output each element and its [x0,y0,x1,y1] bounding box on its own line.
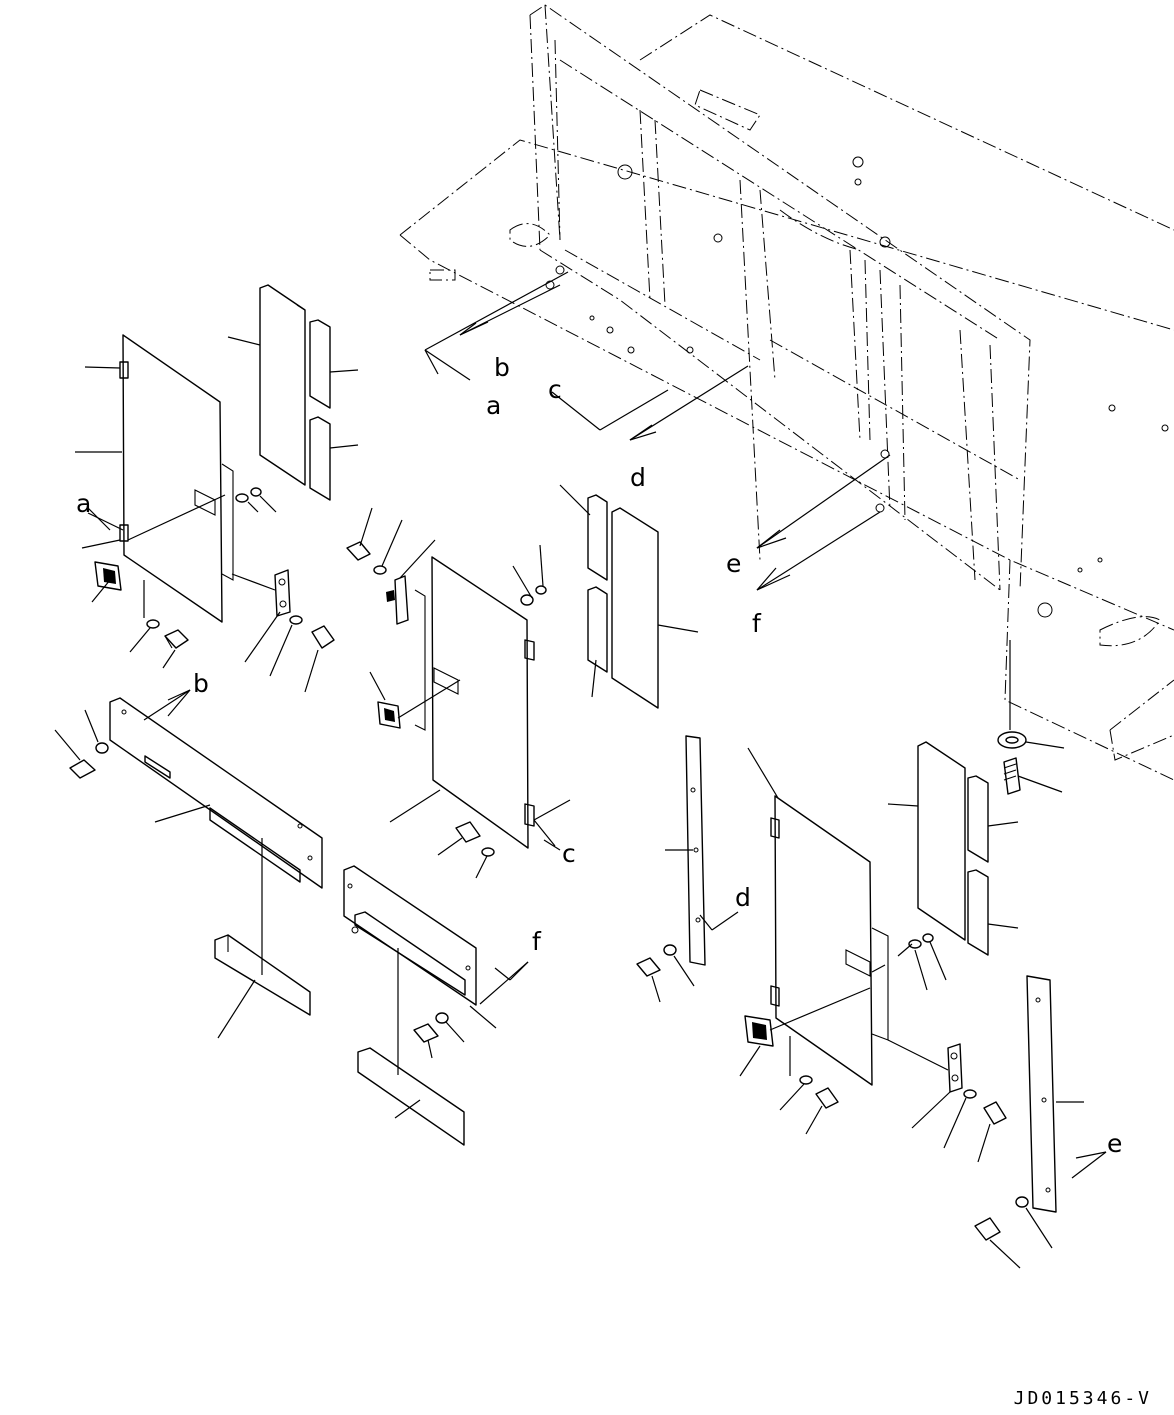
center-door-hinge-bracket [386,539,436,625]
callout-b-frame: b [494,353,510,382]
callout-e-strip: e [1107,1129,1122,1158]
callout-e-frame: e [726,549,741,578]
center-foam-pad-small-upper [559,484,608,581]
part-callout-arrows [143,689,1107,1179]
center-lower-cover-plate [343,865,477,1006]
right-strip-e-fasteners [974,1196,1053,1269]
frame-bolt [1003,757,1063,795]
callout-d-strip: d [735,883,751,912]
left-lower-cover-plate [109,697,323,889]
callout-f-frame: f [752,609,762,638]
document-id: JD015346-V [1014,1388,1152,1409]
left-door-bolt-1 [164,629,189,649]
right-door-latch [739,987,871,1077]
callout-c-frame: c [548,375,562,404]
right-foam-pad-small-lower [967,869,1019,956]
left-door-bracket [274,569,291,617]
left-foam-pad-small-lower [309,416,359,501]
center-foam-pad-large [611,507,699,709]
center-door-panel [389,556,535,849]
machine-frame [399,4,1174,781]
right-vertical-strip-d [665,735,706,966]
left-door-washer-1 [235,487,262,503]
center-door-fasteners [346,507,571,879]
left-door-leaders [75,366,319,693]
center-lower-fasteners [413,1005,497,1059]
callout-b-lower-plate: b [193,669,209,698]
callout-labels: a b c d e f a b c d f e [76,353,1122,1158]
right-foam-pad-large [887,741,966,941]
center-door-latch [369,671,461,729]
callout-d-frame: d [630,463,646,492]
right-vertical-strip-e [1026,975,1084,1213]
right-door-fasteners [636,933,1007,1163]
right-foam-pad-small-upper [967,775,1019,863]
right-door-panel [747,747,889,1086]
left-foam-pad-large [227,284,306,486]
center-foam-pad-small-lower [587,586,608,698]
left-door-bolt-2 [311,625,335,649]
callout-c-center-door: c [562,839,576,868]
left-door-panel [119,334,234,623]
left-lower-foam-strip [214,838,311,1039]
left-door-washer-2 [146,615,303,629]
left-lower-fasteners [54,709,109,779]
callout-f-lower-plate: f [532,927,542,956]
frame-callout-arrows [424,271,891,591]
left-foam-pad-small-upper [309,319,359,409]
left-door-latch [94,561,122,591]
callout-a-left-door: a [76,489,91,518]
frame-grommet [997,640,1065,749]
right-door-bracket [887,1039,963,1129]
callout-a-frame: a [486,391,501,420]
center-lower-foam-strip [357,948,465,1146]
